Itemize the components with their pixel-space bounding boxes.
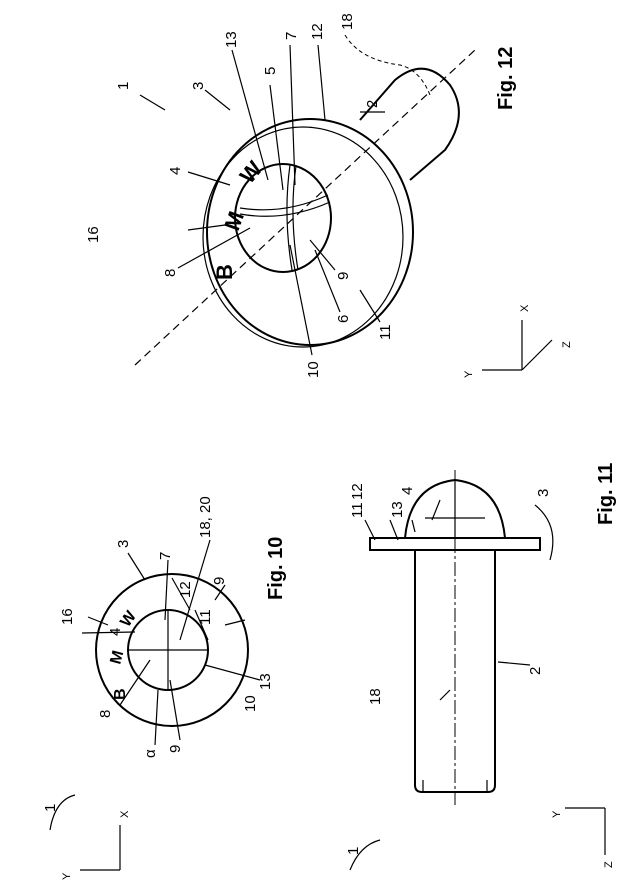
fig11-leader-1 [349,839,381,871]
fig10-label-8: 8 [97,710,114,718]
svg-text:W: W [117,607,140,630]
fig12-head-flange-face-11 [202,126,404,348]
fig12-label-5: 5 [262,67,279,75]
fig11-label-4: 4 [399,487,416,495]
fig12-leaders [139,44,385,356]
fig10-label-4: 4 [107,628,124,636]
fig11-drawing: 12 11 13 4 3 18 2 1 Fig. 11 Y Z [345,463,617,871]
fig11-label-2: 2 [527,667,544,675]
fig11-label-18: 18 [367,688,384,705]
fig10-head-outer-12 [95,573,249,727]
fig11-label-1: 1 [345,847,362,855]
fig12-axis-z: Z [561,341,573,348]
fig10-label-3: 3 [115,540,132,548]
fig11-axis-z: Z [603,861,615,868]
fig12-slot-8b [239,201,331,217]
fig12-label-3: 3 [190,82,207,90]
fig12-axis-y: Y [463,370,475,378]
fig12-slot-9 [286,164,293,271]
fig10-axis-y: Y [61,872,73,880]
fig11-label-12: 12 [349,483,366,500]
fig12-shank-2 [359,67,460,181]
svg-text:M: M [219,208,249,234]
fig11-axis-y: Y [551,810,563,818]
fig11-leader-3 [534,504,554,561]
fig12-axis-x: X [519,304,531,312]
fig12-dome-4 [234,163,332,273]
fig11-leaders [364,499,531,701]
fig10-label-18-20: 18, 20 [197,496,214,538]
svg-text:M: M [107,649,127,666]
fig10-label-16: 16 [59,608,76,625]
fig10-label-9b: 9 [167,745,184,753]
fig10-title: Fig. 10 [265,537,287,600]
fig12-label-13: 13 [223,31,240,48]
fig12-label-8: 8 [162,269,179,277]
fig10-logo: B M W [107,607,140,700]
svg-text:B: B [112,688,129,700]
fig10-label-13: 13 [257,673,274,690]
fig10-leader-1 [49,794,76,831]
fig12-drawing: B M W 1 3 13 5 7 12 18 2 4 16 8 9 10 6 1… [85,13,573,378]
fig11-label-3: 3 [535,489,552,497]
fig10-label-alpha: α [142,749,159,758]
fig10-label-9: 9 [211,577,228,585]
fig12-slot-8 [239,194,329,211]
fig10-label-1: 1 [42,804,59,812]
fig12-leader-18 [344,34,431,96]
fig11-coordinate-axes [565,807,606,855]
fig10-leaders [81,539,261,746]
fig12-label-6: 6 [335,315,352,323]
fig12-title: Fig. 12 [495,47,517,110]
fig10-axis-x: X [119,810,131,818]
fig12-coordinate-axes [482,320,553,371]
fig12-label-10: 10 [305,361,322,378]
fig12-label-9: 9 [335,272,352,280]
fig12-label-7: 7 [283,32,300,40]
fig12-label-12: 12 [309,23,326,40]
fig10-label-10: 10 [242,695,259,712]
fig12-label-11: 11 [377,324,394,340]
fig10-drawing: B M W 1 16 3 4 7 18, 20 12 9 11 13 8 α 9… [42,496,287,880]
fig12-label-4: 4 [167,167,184,175]
fig10-label-7: 7 [157,552,174,560]
fig12-label-16: 16 [85,226,102,243]
fig11-label-13: 13 [389,501,406,518]
fig12-label-2: 2 [364,100,381,108]
fig10-label-11: 11 [197,609,214,625]
fig10-label-12: 12 [177,581,194,598]
fig12-label-1: 1 [115,82,132,90]
svg-text:B: B [212,264,237,280]
fig11-title: Fig. 11 [595,463,617,525]
fig10-coordinate-axes [80,825,121,871]
fig12-label-18: 18 [339,13,356,30]
fig11-label-11: 11 [349,502,366,518]
